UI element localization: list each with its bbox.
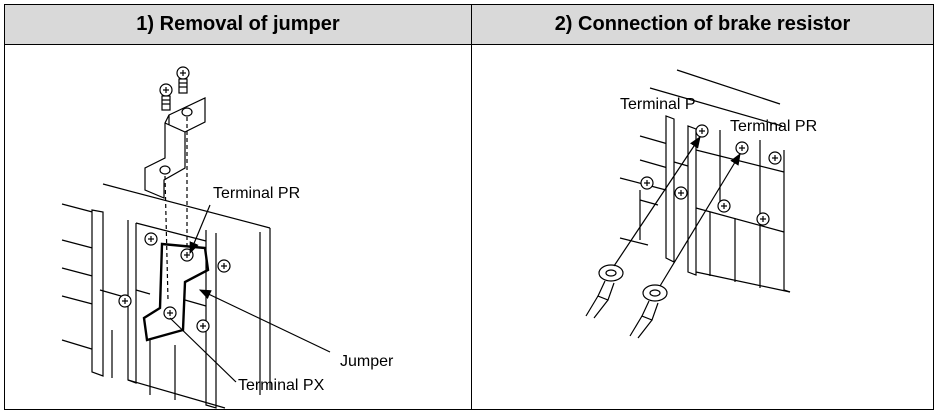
terminal-screw-icon	[196, 319, 210, 333]
terminal-screw-icon	[640, 176, 654, 190]
leader-jumper	[198, 289, 331, 353]
ring-terminal-icon	[629, 284, 668, 339]
panel-divider	[471, 5, 472, 409]
terminal-screw-icon	[768, 151, 782, 165]
terminal-screw-icon	[735, 141, 749, 155]
terminal-screw-icon	[756, 212, 770, 226]
label-terminal-px: Terminal PX	[238, 377, 325, 394]
terminal-block	[619, 115, 791, 293]
terminal-screw-icon	[144, 232, 158, 246]
terminal-screw-icon	[695, 124, 709, 138]
terminal-screw-icon	[118, 294, 132, 308]
terminal-block	[61, 183, 271, 409]
label-terminal-pr: Terminal PR	[213, 185, 300, 202]
leader-terminal-px	[169, 317, 237, 383]
arrow-to-terminal-pr	[659, 152, 741, 287]
label-terminal-pr-right: Terminal PR	[730, 118, 817, 135]
panel-title-removal-of-jumper: 1) Removal of jumper	[5, 5, 472, 45]
terminal-screw-icon	[717, 199, 731, 213]
label-terminal-p: Terminal P	[620, 96, 696, 113]
right-panel-drawing	[585, 69, 791, 339]
label-jumper: Jumper	[340, 353, 394, 370]
arrow-to-terminal-p	[613, 136, 701, 267]
leader-terminal-pr	[189, 204, 211, 255]
alignment-line	[164, 175, 169, 301]
jumper-bracket	[144, 97, 206, 199]
ring-terminal-icon	[585, 264, 624, 319]
terminal-screw-icon	[163, 306, 177, 320]
screw-icon	[176, 66, 190, 94]
terminal-screw-icon	[217, 259, 231, 273]
left-panel-drawing	[61, 66, 331, 409]
screw-icon	[159, 83, 173, 111]
figure-frame: 1) Removal of jumper 2) Connection of br…	[4, 4, 934, 410]
terminal-screw-icon	[674, 186, 688, 200]
panel-title-connection-of-brake-resistor: 2) Connection of brake resistor	[472, 5, 933, 45]
